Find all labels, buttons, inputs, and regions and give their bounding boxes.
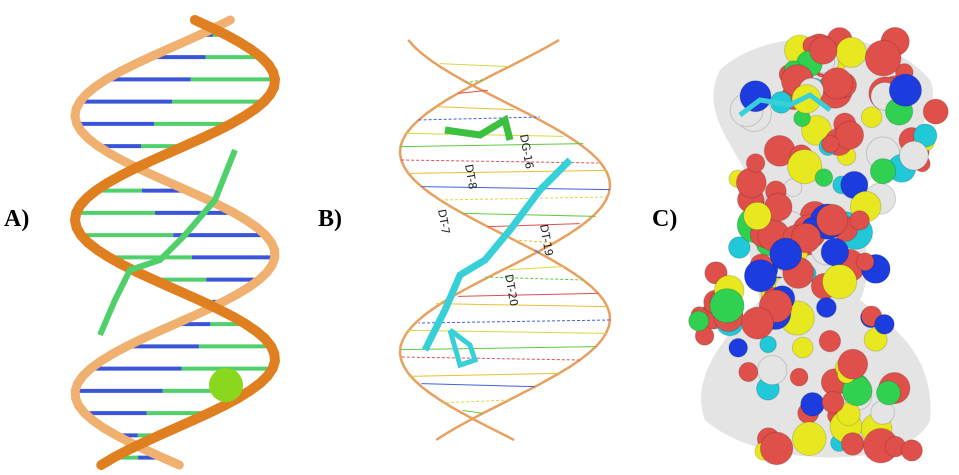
surface-atom	[820, 237, 850, 267]
base-pair-line	[406, 329, 607, 334]
base-pair-line	[421, 186, 610, 191]
backbone-strand	[69, 15, 281, 470]
surface-atom	[743, 201, 772, 231]
base-pair-line	[436, 106, 515, 111]
base-pair-line	[462, 79, 483, 84]
base-pair-line	[401, 159, 599, 164]
ligand-ring	[447, 328, 479, 369]
surface-atom	[789, 367, 809, 387]
surface-atom	[869, 158, 897, 185]
surface-atom	[855, 252, 875, 272]
surface-atom	[835, 36, 867, 68]
base-pair-line	[408, 169, 608, 174]
panel-label-a: A)	[4, 206, 30, 232]
base-pair-line	[400, 346, 596, 351]
base-pair-line	[457, 89, 488, 94]
surface-atom	[735, 167, 767, 199]
backbone-strand	[70, 15, 280, 470]
surface-atom	[688, 310, 710, 332]
surface-atom	[816, 203, 849, 237]
base-pair-line	[514, 239, 560, 244]
ligand-sticks	[738, 92, 832, 117]
base-pair-line	[509, 266, 564, 271]
base-pair-line	[421, 383, 536, 388]
base-pair-line	[408, 372, 560, 377]
base-pair-line	[462, 212, 596, 217]
surface-atom	[821, 390, 845, 414]
base-pair-line	[418, 319, 610, 324]
surface-atom	[792, 421, 827, 457]
base-pair-line	[440, 63, 510, 68]
base-pair-line	[436, 303, 608, 308]
panel-a-cartoon	[69, 15, 281, 470]
surface-atom	[814, 168, 834, 187]
base-pair-line	[418, 116, 540, 121]
surface-atom	[728, 236, 751, 259]
metal-ion-sphere	[209, 368, 243, 402]
base-pair-line	[487, 223, 580, 228]
panel-label-c: C)	[652, 206, 678, 232]
base-pair-line	[440, 399, 510, 404]
surface-atom	[791, 336, 814, 359]
surface-atom	[821, 67, 854, 100]
base-pair-line	[534, 249, 541, 254]
surface-atom	[738, 361, 759, 383]
surface-atom	[745, 153, 766, 173]
surface-atom	[769, 237, 803, 271]
surface-atom	[849, 210, 870, 231]
panel-c-surface	[688, 26, 949, 466]
surface-atom	[864, 39, 902, 77]
residue-labels: DG-16 DT-8 DT-7 DT-19 DT-20	[435, 133, 555, 307]
surface-atom	[821, 134, 840, 154]
panel-b-sticks	[398, 38, 612, 442]
surface-atom	[816, 297, 837, 318]
surface-atom	[922, 98, 949, 125]
surface-atom	[860, 106, 883, 128]
surface-atom	[759, 431, 794, 466]
base-pair-line	[462, 409, 483, 414]
surface-atom	[818, 329, 842, 353]
surface-atom	[837, 348, 869, 380]
base-pair-line	[482, 276, 584, 281]
ligand-sticks-green	[444, 114, 514, 141]
surface-atom	[874, 314, 895, 335]
surface-atom	[809, 36, 838, 65]
surface-atom	[759, 335, 777, 354]
surface-atom	[834, 120, 865, 150]
surface-atom	[900, 439, 923, 462]
panel-label-b: B)	[318, 206, 342, 232]
base-pair-line	[458, 292, 599, 297]
ligand-sticks	[97, 148, 238, 337]
surface-atom	[709, 288, 745, 324]
residue-label: DT-20	[502, 273, 520, 307]
surface-atom	[876, 380, 901, 406]
residue-label: DT-19	[537, 223, 555, 257]
surface-atom	[822, 264, 858, 300]
base-pair-line	[401, 356, 580, 361]
surface-atom	[743, 259, 778, 293]
surface-atom	[741, 306, 774, 340]
surface-atom	[728, 338, 749, 358]
base-pair-line	[440, 196, 607, 201]
surface-atom	[787, 149, 823, 185]
surface-atom	[800, 392, 825, 417]
residue-label: DT-7	[435, 208, 452, 235]
surface-atom	[739, 80, 772, 113]
surface-atom	[899, 140, 929, 171]
base-pair-line	[400, 143, 584, 148]
surface-atom	[888, 73, 923, 107]
surface-atom	[840, 432, 865, 456]
residue-label: DT-8	[462, 163, 479, 190]
surface-atom	[757, 355, 788, 386]
ligand-sticks	[421, 157, 573, 352]
residue-label: DG-16	[517, 133, 536, 170]
backbone-strand	[398, 39, 612, 442]
